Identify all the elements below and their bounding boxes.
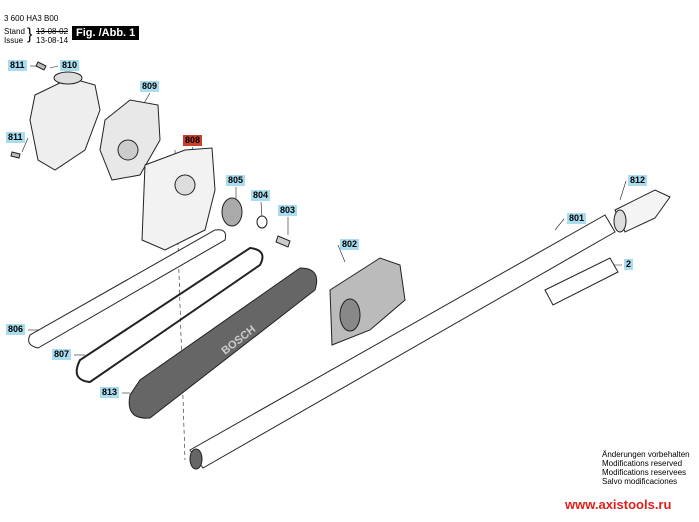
part-label-803: 803 <box>278 205 298 216</box>
part-label-805: 805 <box>226 175 246 186</box>
note-es: Salvo modificaciones <box>602 477 678 486</box>
part-label-801: 801 <box>567 213 587 224</box>
tube-801 <box>189 214 616 469</box>
part-label-808-highlighted: 808 <box>183 135 203 146</box>
cover-813 <box>128 267 318 419</box>
website-link[interactable]: www.axistools.ru <box>565 497 672 512</box>
part-label-802: 802 <box>340 239 360 250</box>
sprocket-805 <box>221 197 243 227</box>
issue-label: Issue <box>4 36 24 45</box>
part-label-813: 813 <box>100 387 120 398</box>
old-date: 13-08-02 <box>36 27 69 36</box>
note-de: Änderungen vorbehalten <box>602 450 690 459</box>
brace: } <box>27 26 33 43</box>
screw-811 <box>35 61 47 71</box>
nut-803 <box>275 235 291 248</box>
chain-807 <box>75 246 264 384</box>
part-label-2: 2 <box>624 259 634 270</box>
figure-label: Fig. /Abb. 1 <box>72 26 140 40</box>
part-label-806: 806 <box>6 324 26 335</box>
screw-811-b <box>10 151 21 159</box>
guide-bar-806 <box>28 229 226 349</box>
part-label-807: 807 <box>52 349 72 360</box>
part-number: 3 600 HA3 B00 <box>4 14 59 23</box>
part-label-811: 811 <box>8 60 27 71</box>
note-fr: Modifications reservees <box>602 468 687 477</box>
part-label-804: 804 <box>251 190 271 201</box>
part-label-810: 810 <box>60 60 80 71</box>
new-date: 13-08-14 <box>36 36 69 45</box>
part-label-809: 809 <box>140 81 160 92</box>
stand-label: Stand <box>4 27 25 36</box>
guard-802 <box>329 257 406 346</box>
plate-808 <box>141 147 216 251</box>
sticker-2 <box>544 257 619 306</box>
washer-804 <box>256 215 268 229</box>
note-en: Modifications reserved <box>602 459 683 468</box>
housing-part-810 <box>29 77 101 171</box>
part-label-811: 811 <box>6 132 25 143</box>
part-label-812: 812 <box>628 175 648 186</box>
